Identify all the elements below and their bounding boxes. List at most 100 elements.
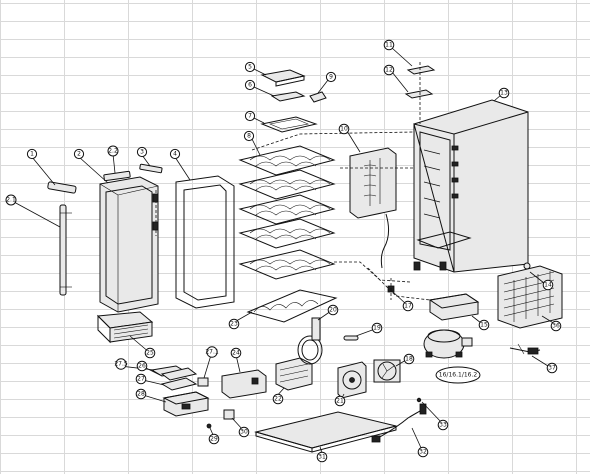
part-back-grille — [497, 265, 563, 329]
callout-2: 2 — [73, 148, 85, 160]
part-clip-9 — [309, 91, 327, 103]
part-control-board-27 — [160, 377, 198, 391]
part-power-cord — [371, 403, 427, 443]
svg-text:15: 15 — [480, 322, 488, 329]
part-door-frame — [99, 176, 159, 313]
svg-text:23: 23 — [230, 321, 238, 328]
callout-27: 27 — [135, 373, 147, 385]
part-top-bracket-5 — [260, 69, 306, 87]
part-clip-17 — [387, 278, 395, 300]
svg-text:5: 5 — [248, 64, 252, 71]
part-handle-bar — [59, 204, 72, 296]
callout-2-1: 2.1 — [5, 194, 17, 206]
callout-31: 31 — [316, 451, 328, 463]
callout-26: 26 — [136, 360, 148, 372]
part-front-grille — [96, 311, 154, 344]
svg-text:27: 27 — [137, 376, 145, 383]
svg-text:11: 11 — [385, 42, 393, 49]
svg-text:4: 4 — [173, 151, 177, 158]
callout-30: 30 — [238, 426, 250, 438]
part-handle-cap — [47, 181, 77, 194]
part-top-trim-12 — [404, 62, 434, 124]
callout-8: 8 — [243, 130, 255, 142]
svg-text:3: 3 — [140, 149, 144, 156]
svg-text:24: 24 — [232, 350, 240, 357]
part-top-bracket-6 — [270, 91, 306, 102]
part-base-plate-31 — [254, 411, 397, 453]
callout-36: 36 — [550, 320, 562, 332]
svg-text:29: 29 — [210, 436, 218, 443]
cabinet-shelf-rails — [423, 145, 459, 219]
part-sensor-19 — [343, 335, 359, 341]
svg-text:36: 36 — [552, 323, 560, 330]
svg-text:13: 13 — [500, 90, 508, 97]
callout-13: 13 — [498, 87, 510, 99]
part-fan-18 — [373, 359, 401, 383]
callout-33: 33 — [437, 419, 449, 431]
part-hinge — [103, 170, 131, 182]
wine-rack-shelf — [238, 194, 336, 225]
callout-27-5: 27.5 — [114, 358, 128, 370]
svg-text:2.1: 2.1 — [6, 197, 16, 204]
callout-12: 12 — [383, 64, 395, 76]
callout-20: 20 — [327, 304, 339, 316]
svg-text:31: 31 — [318, 454, 326, 461]
svg-text:12: 12 — [385, 67, 393, 74]
svg-text:37: 37 — [548, 365, 556, 372]
callout-14: 14 — [542, 279, 554, 291]
part-bottom-cradle-shelf — [246, 289, 338, 323]
part-fan-ring — [297, 335, 323, 365]
part-bracket-20 — [311, 317, 321, 341]
part-compressor — [423, 329, 473, 359]
part-screw-33 — [416, 397, 422, 403]
svg-text:33: 33 — [439, 422, 447, 429]
callout-32: 32 — [417, 446, 429, 458]
part-door-gasket — [175, 175, 235, 309]
wine-rack-shelf — [238, 169, 336, 200]
svg-text:30: 30 — [240, 429, 248, 436]
callout-25: 25 — [144, 347, 156, 359]
svg-text:20: 20 — [329, 307, 337, 314]
callout-11: 11 — [383, 39, 395, 51]
callout-1: 1 — [26, 148, 38, 160]
assembly-guide-lines — [251, 131, 431, 301]
callout-37: 37 — [546, 362, 558, 374]
part-wine-rack-shelves — [238, 145, 336, 280]
callout-21: 21 — [334, 395, 346, 407]
part-tray-7 — [260, 116, 318, 133]
svg-text:16/16.1/16.2: 16/16.1/16.2 — [439, 372, 478, 379]
callout-9: 9 — [325, 71, 337, 83]
svg-text:10: 10 — [340, 126, 348, 133]
callout-7: 7 — [244, 110, 256, 122]
part-top-trim-11 — [406, 65, 436, 75]
svg-text:6: 6 — [248, 82, 252, 89]
svg-text:27.1: 27.1 — [205, 349, 219, 356]
callout-18: 18 — [403, 353, 415, 365]
svg-text:21: 21 — [336, 398, 344, 405]
part-fan-shroud-22 — [275, 357, 313, 391]
callout-10: 10 — [338, 123, 350, 135]
svg-text:8: 8 — [247, 133, 251, 140]
part-hinge-bracket — [139, 163, 163, 236]
svg-text:28: 28 — [137, 391, 145, 398]
svg-text:27.5: 27.5 — [114, 361, 128, 368]
part-cabinet — [413, 99, 529, 273]
svg-text:2.2: 2.2 — [108, 148, 118, 155]
svg-text:22: 22 — [274, 396, 282, 403]
part-control-box-28 — [162, 391, 210, 417]
svg-text:7: 7 — [248, 113, 252, 120]
svg-text:17: 17 — [404, 303, 412, 310]
part-bracket-30 — [223, 409, 235, 420]
callout-3: 3 — [136, 146, 148, 158]
part-screw-29 — [206, 423, 212, 429]
svg-text:1: 1 — [30, 151, 34, 158]
part-drip-tray — [428, 293, 480, 321]
svg-text:18: 18 — [405, 356, 413, 363]
svg-text:25: 25 — [146, 350, 154, 357]
svg-text:26: 26 — [138, 363, 146, 370]
part-cover-plate-24 — [221, 369, 267, 399]
svg-text:32: 32 — [419, 449, 427, 456]
callout-15: 15 — [478, 319, 490, 331]
